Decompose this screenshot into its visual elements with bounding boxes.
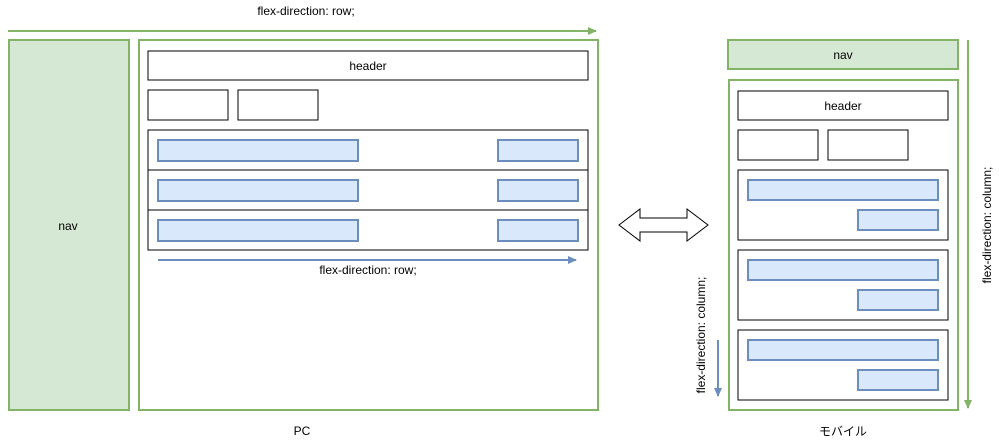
mobile-header-box — [737, 90, 949, 121]
mobile-card-3-item-wide — [747, 339, 939, 361]
mobile-small-box-1 — [737, 129, 819, 161]
mobile-header-label: header — [824, 99, 862, 113]
pc-outer-direction-label: flex-direction: row; — [257, 4, 355, 18]
pc-header-box — [147, 50, 589, 81]
pc-small-box-1 — [147, 89, 229, 121]
pc-nav-label: nav — [58, 219, 78, 233]
pc-header-label: header — [349, 59, 387, 73]
pc-list-row-1-item-wide — [157, 139, 359, 162]
pc-nav-box — [8, 39, 130, 411]
mobile-card-1-item-narrow — [857, 209, 939, 231]
mobile-card-2-item-narrow — [857, 289, 939, 311]
mobile-nav-box — [727, 39, 959, 70]
mobile-card-2-item-wide — [747, 259, 939, 281]
mobile-caption: モバイル — [818, 424, 868, 439]
mobile-nav-label: nav — [833, 48, 853, 62]
double-headed-arrow-icon — [618, 207, 709, 243]
pc-row-direction-label: flex-direction: row; — [319, 263, 417, 277]
pc-caption: PC — [293, 424, 311, 438]
mobile-card-1-item-wide — [747, 179, 939, 201]
mobile-outer-direction-label: flex-direction: column; — [980, 166, 994, 284]
pc-list-row-1-item-narrow — [497, 139, 579, 162]
pc-list-row-3-item-narrow — [497, 219, 579, 242]
pc-list-row-2-item-wide — [157, 179, 359, 202]
mobile-card-3-item-narrow — [857, 369, 939, 391]
pc-small-box-2 — [237, 89, 319, 121]
mobile-item-direction-label: flex-direction: column; — [694, 276, 708, 394]
pc-list-row-3-item-wide — [157, 219, 359, 242]
mobile-small-box-2 — [827, 129, 909, 161]
pc-list-row-2-item-narrow — [497, 179, 579, 202]
